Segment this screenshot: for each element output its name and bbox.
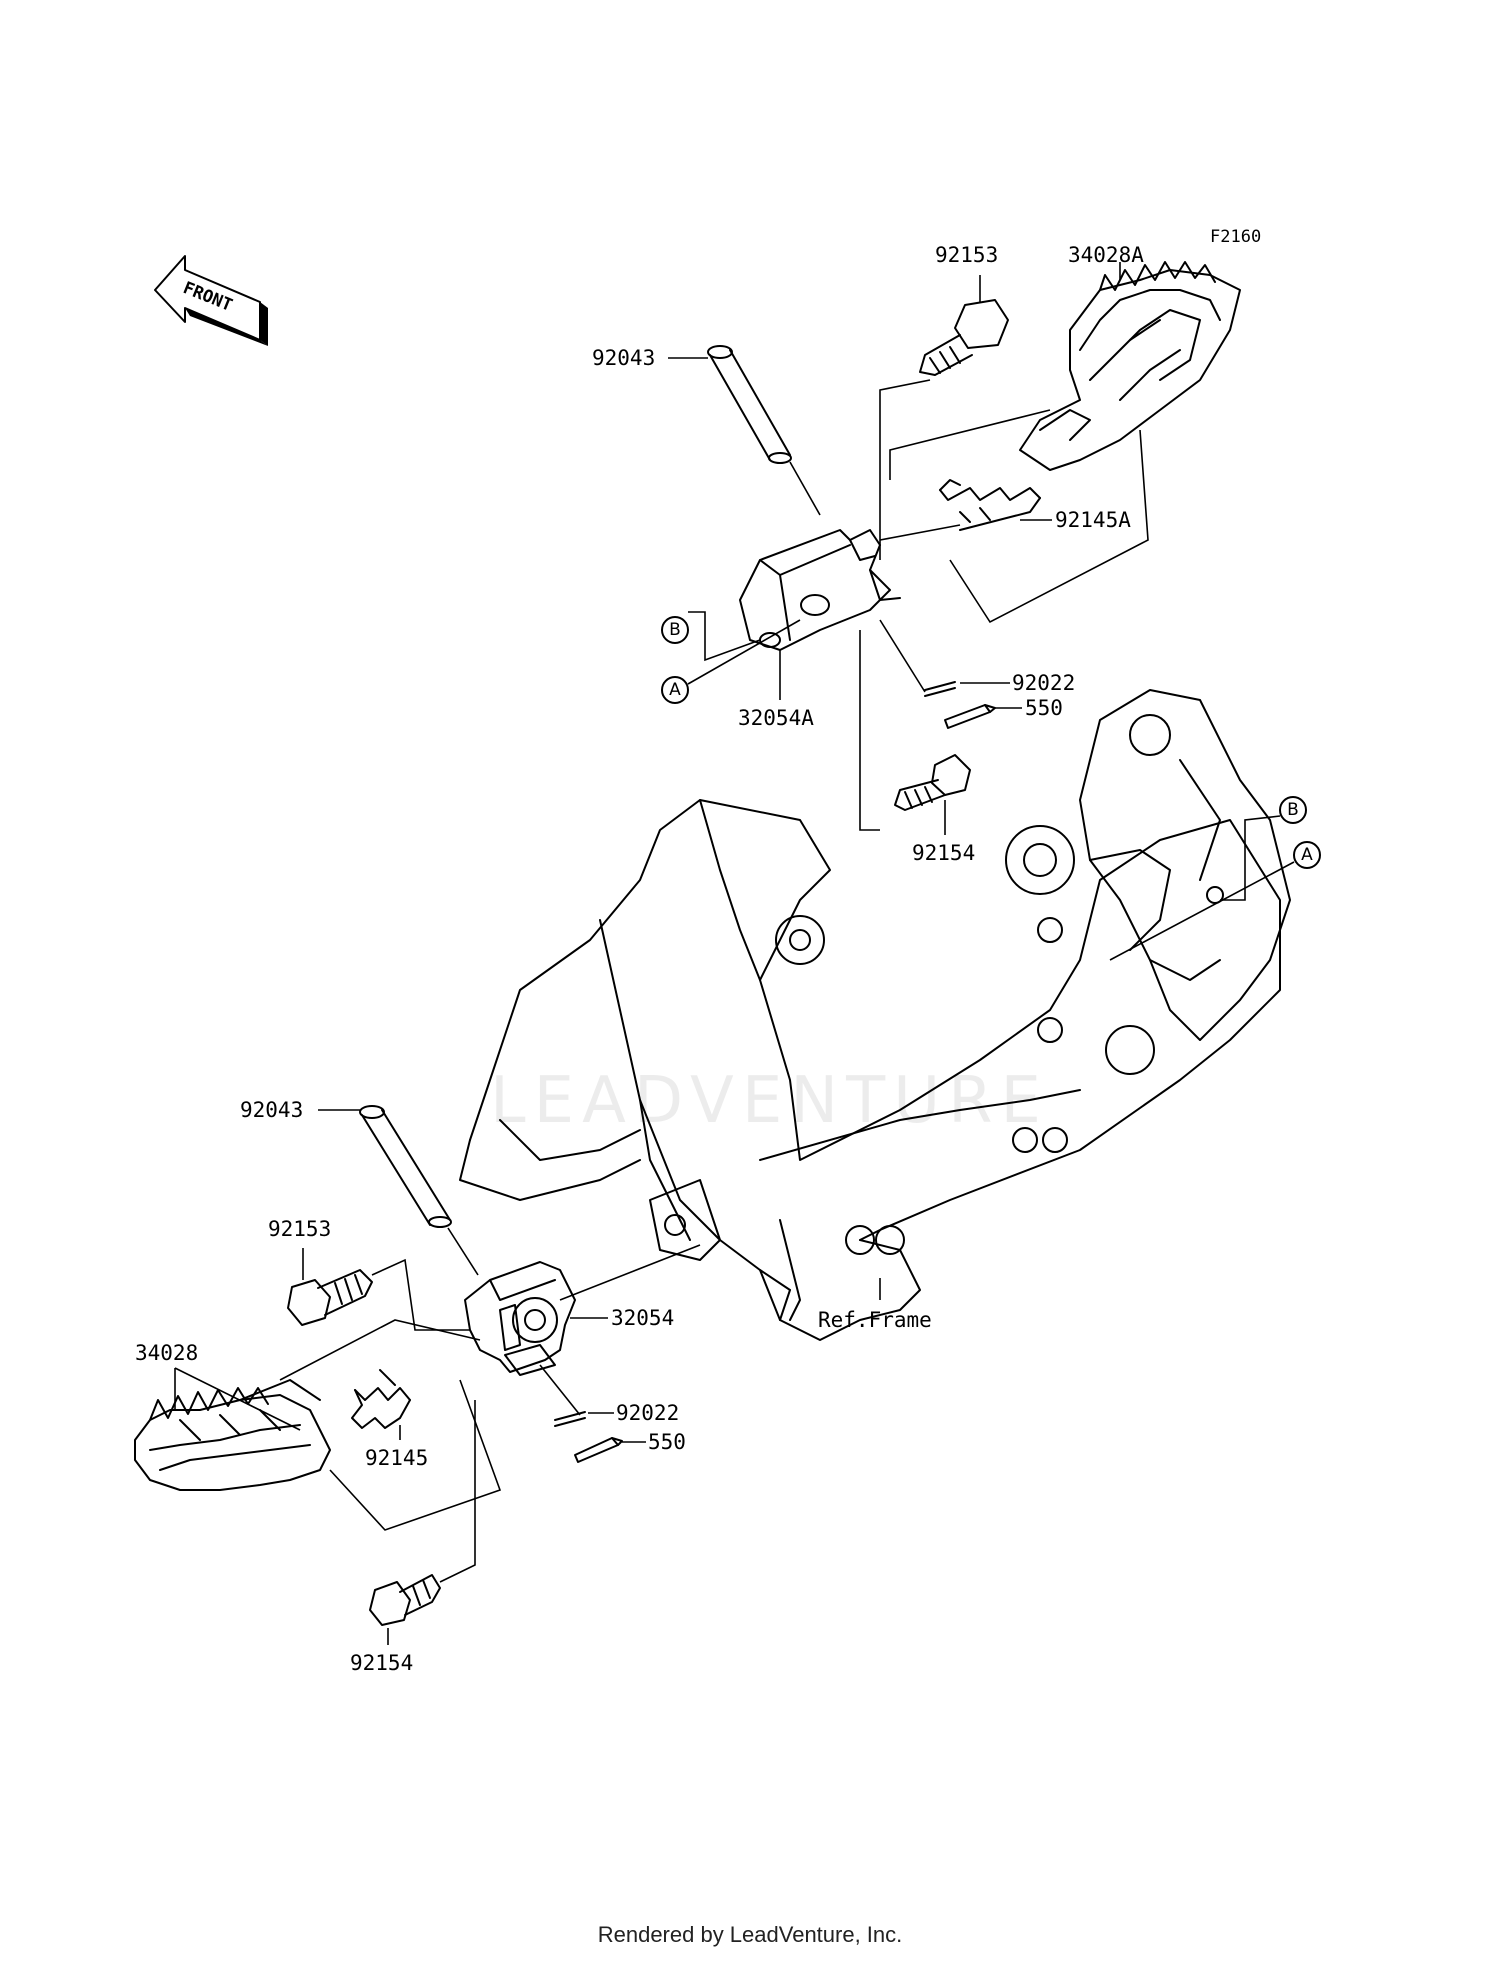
- bottom-bolt-92153: [287, 1269, 373, 1326]
- reference-frame: [459, 689, 1291, 1341]
- svg-text:B: B: [669, 620, 681, 640]
- top-washer-92022: [924, 681, 956, 697]
- bottom-mount-bolt-92154: [369, 1574, 441, 1626]
- label-bottom-bolt: 92153: [268, 1217, 331, 1241]
- top-mount-bolt-92154: [894, 754, 971, 811]
- bottom-footpeg-34028: [134, 1379, 331, 1491]
- label-top-washer: 92022: [1012, 671, 1075, 695]
- front-arrow-icon: FRONT: [154, 255, 268, 346]
- label-top-bolt: 92153: [935, 243, 998, 267]
- top-cotter-550: [944, 704, 996, 729]
- label-top-cotter: 550: [1025, 696, 1063, 720]
- label-bottom-pin: 92043: [240, 1098, 303, 1122]
- bottom-cotter-550: [574, 1437, 623, 1463]
- callout-a-top: A: [661, 676, 689, 704]
- bottom-spring-92145: [351, 1369, 411, 1429]
- callout-a-frame: A: [1293, 841, 1321, 869]
- callout-b-frame: B: [1279, 796, 1307, 824]
- top-bracket-32054A: [739, 529, 901, 651]
- label-top-pin: 92043: [592, 346, 655, 370]
- label-top-peg: 34028A: [1068, 243, 1144, 267]
- label-bottom-washer: 92022: [616, 1401, 679, 1425]
- top-footpeg-34028A: [1019, 261, 1241, 471]
- label-top-spring: 92145A: [1055, 508, 1131, 532]
- bottom-bracket-32054: [464, 1261, 576, 1376]
- figure-code: F2160: [1210, 227, 1261, 247]
- label-bottom-cotter: 550: [648, 1430, 686, 1454]
- svg-text:A: A: [1301, 845, 1313, 865]
- label-ref-frame: Ref.Frame: [818, 1308, 932, 1332]
- label-bottom-bracket: 32054: [611, 1306, 674, 1330]
- footer-credit: Rendered by LeadVenture, Inc.: [598, 1922, 903, 1947]
- svg-text:A: A: [669, 680, 681, 700]
- watermark: LEADVENTURE: [490, 1064, 1049, 1138]
- label-bottom-mount-bolt: 92154: [350, 1651, 413, 1675]
- top-pin-92043: [707, 345, 792, 464]
- label-top-mount-bolt: 92154: [912, 841, 975, 865]
- callout-b-top: B: [661, 616, 689, 644]
- bottom-washer-92022: [554, 1411, 586, 1427]
- label-top-bracket: 32054A: [738, 706, 814, 730]
- bottom-pin-92043: [359, 1105, 452, 1228]
- label-bottom-peg: 34028: [135, 1341, 198, 1365]
- label-bottom-spring: 92145: [365, 1446, 428, 1470]
- top-bolt-92153: [919, 299, 1009, 376]
- top-spring-92145A: [939, 479, 1041, 531]
- svg-text:B: B: [1287, 800, 1299, 820]
